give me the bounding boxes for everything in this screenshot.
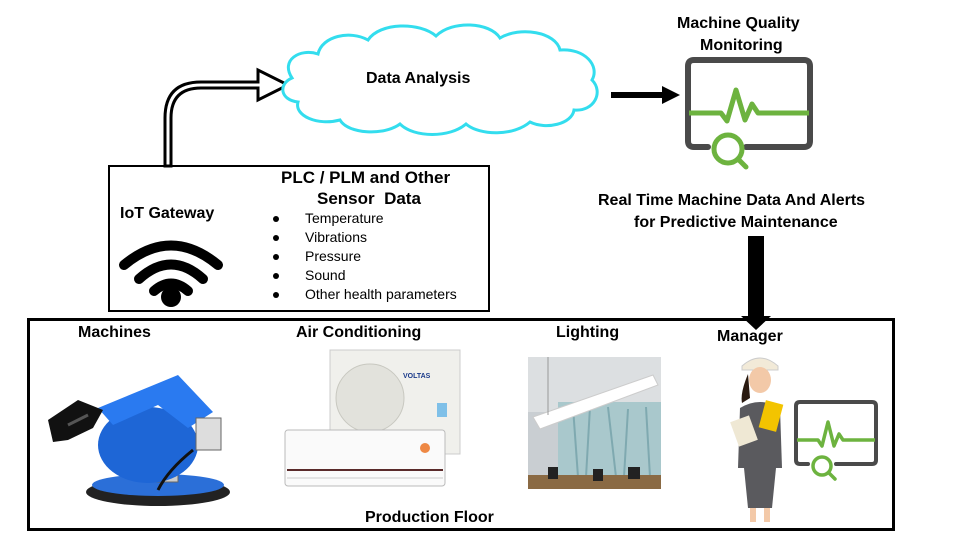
robotic-arm-image: [48, 375, 230, 506]
gateway-label: IoT Gateway: [120, 205, 215, 222]
manager-monitor-icon: [794, 400, 878, 481]
section-label-machines: Machines: [78, 324, 151, 341]
cloud-to-monitor-arrow: [611, 86, 680, 104]
wifi-icon: [119, 240, 223, 307]
list-item: Pressure: [273, 247, 493, 266]
list-item: Other health parameters: [273, 285, 493, 304]
monitor-heartbeat-search-icon: [685, 57, 813, 170]
monitoring-title-line1: Machine Quality: [677, 15, 800, 32]
section-label-manager: Manager: [717, 328, 783, 345]
gateway-box: [108, 165, 490, 312]
cloud-label: Data Analysis: [366, 70, 471, 87]
production-floor-box: [27, 318, 895, 531]
section-label-lighting: Lighting: [556, 324, 620, 341]
alerts-line1: Real Time Machine Data And Alerts: [598, 192, 866, 209]
sensor-list: Temperature Vibrations Pressure Sound Ot…: [273, 209, 493, 304]
list-item: Vibrations: [273, 228, 493, 247]
sensor-title-line1: PLC / PLM and Other: [281, 168, 451, 187]
svg-text:VOLTAS: VOLTAS: [403, 373, 431, 380]
production-floor-label: Production Floor: [365, 509, 494, 526]
sensor-title-line2: Sensor Data: [317, 189, 421, 208]
manager-illustration: [730, 357, 784, 522]
alerts-line2: for Predictive Maintenance: [634, 214, 838, 231]
alerts-to-manager-arrow: [741, 236, 771, 330]
air-conditioner-image: VOLTAS: [284, 349, 461, 487]
list-item: Temperature: [273, 209, 493, 228]
monitoring-title-line2: Monitoring: [700, 37, 783, 54]
list-item: Sound: [273, 266, 493, 285]
section-label-air-conditioning: Air Conditioning: [296, 324, 422, 341]
office-lighting-image: [528, 357, 661, 489]
